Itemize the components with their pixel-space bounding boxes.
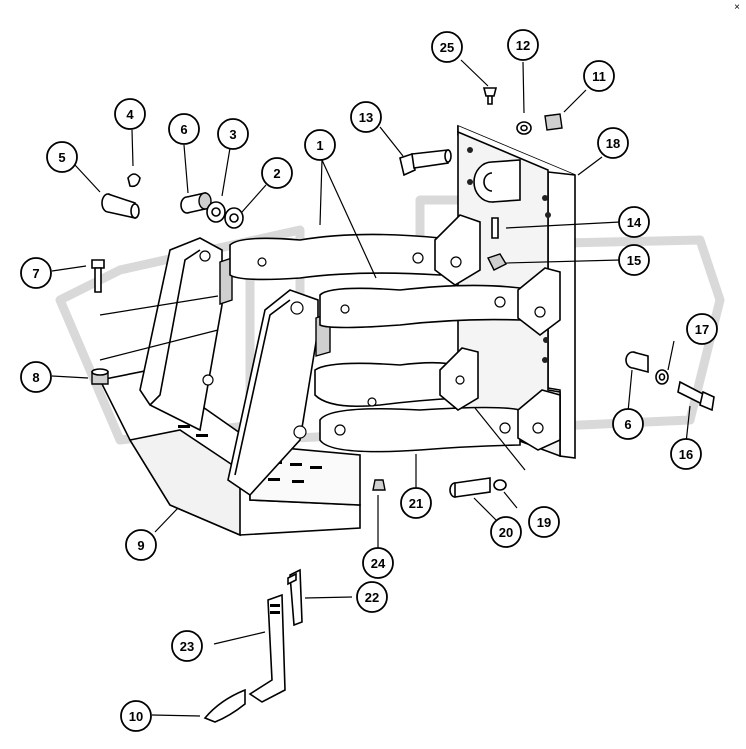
nut-part-11 xyxy=(544,113,563,131)
pin-part-14 xyxy=(491,217,499,239)
washer-part-3 xyxy=(206,201,226,223)
callout-label: 10 xyxy=(129,709,143,724)
callout-8: 8 xyxy=(20,361,52,393)
callout-label: 4 xyxy=(126,107,134,122)
callout-4: 4 xyxy=(114,98,146,130)
washer-part-12 xyxy=(516,121,532,135)
lower-link-arms xyxy=(314,361,521,453)
callout-14: 14 xyxy=(618,206,650,238)
callout-label: 12 xyxy=(516,38,530,53)
callout-label: 6 xyxy=(180,122,187,137)
callout-12: 12 xyxy=(507,29,539,61)
callout-5: 5 xyxy=(46,141,78,173)
callout-24: 24 xyxy=(362,547,394,579)
callout-10: 10 xyxy=(120,700,152,732)
grease-fitting-part-24 xyxy=(372,479,386,491)
screw-part-25 xyxy=(482,87,498,105)
callout-label: 2 xyxy=(273,166,280,181)
callout-label: 23 xyxy=(180,639,194,654)
callout-7: 7 xyxy=(20,257,52,289)
bracket-part-22 xyxy=(287,568,303,627)
callout-label: 1 xyxy=(316,138,323,153)
callout-label: 9 xyxy=(137,538,144,553)
callout-20: 20 xyxy=(490,516,522,548)
bushing-part-6-top xyxy=(180,192,212,214)
callout-16: 16 xyxy=(670,438,702,470)
callout-25: 25 xyxy=(431,31,463,63)
bolt-part-7 xyxy=(91,259,105,293)
pin-part-20 xyxy=(449,477,491,498)
callout-18: 18 xyxy=(597,127,629,159)
bolt-part-16 xyxy=(677,380,715,412)
corner-mark: × xyxy=(734,2,740,13)
callout-11: 11 xyxy=(583,60,615,92)
callout-label: 16 xyxy=(679,447,693,462)
bushing-part-6-right xyxy=(625,351,649,374)
callout-label: 5 xyxy=(58,150,65,165)
pin-part-5 xyxy=(101,193,140,219)
callout-3: 3 xyxy=(217,118,249,150)
callout-label: 13 xyxy=(359,110,373,125)
callout-label: 14 xyxy=(627,215,642,230)
callout-label: 19 xyxy=(537,515,551,530)
bolt-part-13 xyxy=(399,149,452,177)
washer-part-2 xyxy=(224,207,244,229)
callout-label: 20 xyxy=(499,525,513,540)
callout-label: 8 xyxy=(32,370,39,385)
callout-21: 21 xyxy=(400,487,432,519)
callout-6-right: 6 xyxy=(612,408,644,440)
callout-label: 18 xyxy=(606,136,620,151)
pivot-links xyxy=(434,214,561,451)
callout-1: 1 xyxy=(304,129,336,161)
leader-lines xyxy=(51,59,691,717)
callout-label: 3 xyxy=(229,127,236,142)
nut-part-15 xyxy=(487,253,507,271)
callout-label: 7 xyxy=(32,266,39,281)
callout-17: 17 xyxy=(686,313,718,345)
callout-13: 13 xyxy=(350,101,382,133)
left-upright-plate xyxy=(139,237,233,432)
callout-label: 24 xyxy=(371,556,386,571)
callout-23: 23 xyxy=(171,630,203,662)
callout-19: 19 xyxy=(528,506,560,538)
callout-label: 25 xyxy=(440,40,454,55)
callout-label: 11 xyxy=(592,69,606,84)
washer-part-19 xyxy=(493,479,507,491)
nut-part-8 xyxy=(91,368,109,385)
callout-label: 21 xyxy=(409,496,423,511)
tooth-part-10 xyxy=(203,688,246,723)
callout-22: 22 xyxy=(356,581,388,613)
callout-label: 17 xyxy=(695,322,709,337)
right-upright-plate xyxy=(227,289,331,497)
callout-9: 9 xyxy=(125,529,157,561)
callout-label: 6 xyxy=(624,417,631,432)
callout-label: 22 xyxy=(365,590,379,605)
callout-label: 15 xyxy=(627,253,641,268)
callout-15: 15 xyxy=(618,244,650,276)
callout-2: 2 xyxy=(261,157,293,189)
callout-6-top: 6 xyxy=(168,113,200,145)
washer-part-17 xyxy=(655,369,669,385)
shank-part-23 xyxy=(248,593,286,703)
clip-part-4 xyxy=(127,173,141,188)
upper-link-arms xyxy=(229,233,521,329)
